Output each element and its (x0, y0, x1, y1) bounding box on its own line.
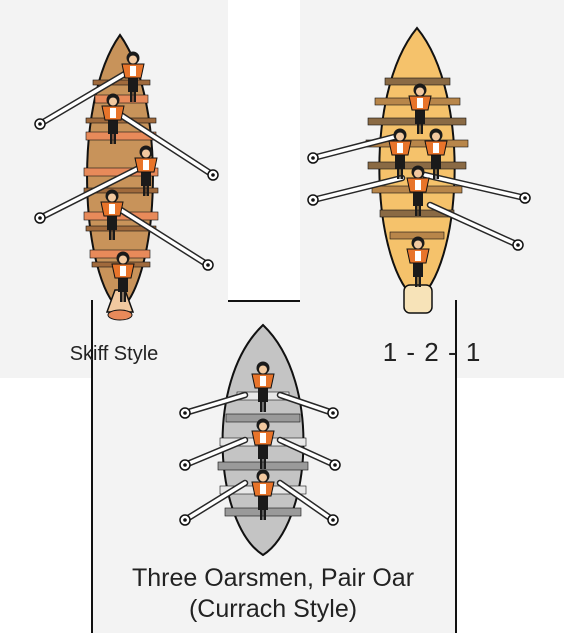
currach-oar-left-1-blade-dot (183, 411, 187, 415)
currach-oar-right-2-blade-dot (333, 463, 337, 467)
skiff-oar-1-blade-dot (38, 122, 42, 126)
skiff-style-caption: Skiff Style (0, 343, 228, 366)
one-two-one-oar-2-blade-dot (311, 198, 315, 202)
one-two-one-oar-1-blade-dot (311, 156, 315, 160)
currach-oar-right-3-blade-dot (331, 518, 335, 522)
currach-oar-right-1-blade-dot (331, 411, 335, 415)
one-two-one-caption: 1 - 2 - 1 (300, 337, 564, 368)
one-two-one-thwart-0 (385, 78, 450, 85)
skiff-oar-2-blade-dot (211, 173, 215, 177)
one-two-one-oar-4-blade-dot (516, 243, 520, 247)
currach-oar-left-2-blade-dot (183, 463, 187, 467)
currach-caption-line-2: (Currach Style) (93, 595, 453, 624)
skiff-oar-4-blade-dot (206, 263, 210, 267)
skiff-rudder (108, 310, 132, 320)
one-two-one-stern-box (404, 285, 432, 313)
currach-caption-line-1: Three Oarsmen, Pair Oar (93, 564, 453, 593)
skiff-oar-3-blade-dot (38, 216, 42, 220)
currach-oar-left-3-blade-dot (183, 518, 187, 522)
skiff-thwart-0 (95, 95, 148, 103)
one-two-one-oar-3-blade-dot (523, 196, 527, 200)
currach-thwart-3 (218, 462, 308, 470)
